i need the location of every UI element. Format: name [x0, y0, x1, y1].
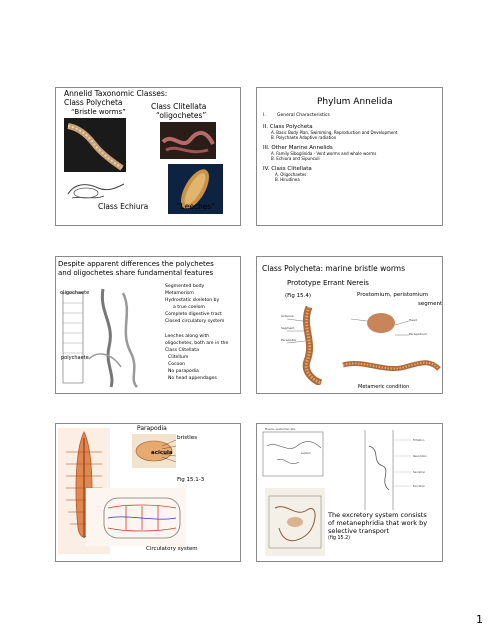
svg-text:septum: septum [301, 451, 311, 455]
echiura-drawing [64, 174, 132, 214]
outline-sub: B. Hirudinea [275, 177, 300, 182]
outline-text: Other Marine Annelids [271, 145, 333, 151]
svg-text:Antenna: Antenna [281, 314, 294, 318]
svg-text:Resorption: Resorption [413, 454, 427, 458]
circulatory-system-illustration [86, 488, 186, 546]
slide3-title-line1: Despite apparent differences the polyche… [58, 260, 214, 268]
svg-text:Segment: Segment [281, 326, 295, 330]
slide-taxonomic-classes: Annelid Taxonomic Classes: Class Polyche… [55, 87, 241, 226]
bristles-label: bristles [177, 435, 198, 441]
feature-item: Closed circulatory system [165, 319, 225, 325]
bristle-worm-photo [64, 118, 126, 172]
slide-parapodia: Parapodia bristles acicula Fig 15.1-3 Ci… [55, 423, 241, 562]
leech-feature: No parapodia [168, 369, 199, 374]
slide3-title-line2: and oligochetes share fundamental featur… [58, 269, 214, 277]
page-number: 1 [476, 613, 483, 626]
clitellata-common-label: “oligochetes” [156, 111, 207, 120]
feature-item: a true coelom [173, 305, 205, 311]
outline-numeral: IV. [263, 166, 270, 172]
leeches-label: “Leeches” [177, 202, 216, 211]
outline-numeral: I. [263, 113, 266, 118]
slide4-title: Class Polycheta: marine bristle worms [262, 264, 405, 273]
svg-text:Filtration: Filtration [413, 438, 425, 442]
outline-item-1: I. General Characteristics [263, 113, 441, 118]
echiura-label: Class Echiura [98, 202, 149, 211]
oligochete-photo [160, 122, 216, 159]
svg-text:Parapodium: Parapodium [409, 332, 427, 336]
nephridium-3d-illustration [265, 488, 325, 556]
metanephridia-section-illustration: Muscle, epidermal cells septum [259, 426, 329, 482]
outline-numeral: III. [263, 145, 270, 151]
feature-item: Metamerism [165, 291, 194, 297]
leech-feature: Cocoon [168, 362, 186, 367]
svg-text:Parapodia: Parapodia [281, 338, 296, 342]
leeches-note: Leeches along with oligochetes, both are… [165, 333, 228, 382]
outline-sub: A. Family Siboglinida - Vent worms and w… [271, 151, 377, 156]
slide-class-polycheta: Class Polycheta: marine bristle worms Pr… [256, 256, 443, 394]
excretory-text: The excretory system consists [328, 511, 427, 519]
oligochaete-label: oligochaete [60, 290, 90, 296]
leeches-text: oligochetes, both are in the [165, 341, 229, 346]
slide2-title: Phylum Annelida [317, 97, 393, 107]
acicula-label: acicula [151, 450, 173, 456]
worm-illustrations [59, 283, 159, 391]
polychaete-label: polychaete [61, 355, 89, 361]
prostomium-label: Prostomium, peristomium [357, 292, 429, 298]
polychaeta-label: Class Polycheta [64, 98, 123, 107]
outline-text: Class Clitellata [271, 166, 312, 172]
feature-item: Hydrostatic skeleton by [165, 298, 220, 304]
segment-label: segment [418, 301, 443, 307]
leech-photo [168, 164, 223, 214]
slide-phylum-annelida: Phylum Annelida I. General Characteristi… [256, 87, 443, 226]
metameric-label: Metameric condition [358, 384, 410, 390]
parapodia-label: Parapodia [137, 425, 167, 432]
slide1-title: Annelid Taxonomic Classes: [64, 89, 168, 98]
outline-sub: B. Polychaete Adaptive radiation [271, 135, 337, 140]
leeches-text: Class Clitellata [165, 348, 199, 353]
svg-text:Excretion: Excretion [413, 484, 425, 488]
excretory-text: selective transport [328, 527, 390, 535]
parapodium-illustration [132, 434, 176, 468]
svg-text:Secretion: Secretion [413, 470, 426, 474]
feature-item: Segmented body [165, 284, 205, 289]
slide-excretory-system: Muscle, epidermal cells septum Filtration… [256, 423, 443, 562]
clitellata-label: Class Clitellata [151, 102, 207, 111]
slide4-subtitle: Prototype Errant Nereis [287, 279, 369, 287]
leech-feature: No head appendages [168, 376, 217, 381]
leech-feature: Clitellum [168, 355, 189, 360]
excretory-text: of metanephridia that work by [328, 519, 428, 527]
leeches-text: Leeches along with [165, 334, 210, 339]
excretory-description: The excretory system consists of metanep… [328, 511, 427, 543]
svg-text:Muscle, epidermal cells: Muscle, epidermal cells [265, 427, 296, 431]
outline-numeral: II. [263, 124, 268, 130]
outline-text: Class Polycheta [269, 124, 313, 130]
outline-item-4: IV. Class Clitellata A. Oligochaetes B. … [263, 166, 441, 182]
outline-sub: A. Oligochaetes [275, 172, 307, 177]
outline-sub: B. Echiura and Sipunculi [271, 156, 320, 161]
slide6-fig: (fig 15.2) [328, 536, 351, 541]
slide4-fig: (Fig 15.4) [285, 293, 312, 299]
feature-list: Segmented body Metamerism Hydrostatic sk… [165, 283, 224, 326]
outline-text: General Characteristics [277, 113, 330, 118]
outline-item-3: III. Other Marine Annelids A. Family Sib… [263, 145, 441, 161]
polychaeta-common-label: “Bristle worms” [71, 108, 126, 116]
slide5-fig: Fig 15.1-3 [177, 477, 205, 483]
outline-item-2: II. Class Polycheta A. Basic Body Plan, … [263, 124, 441, 140]
slide-shared-features: Despite apparent differences the polyche… [55, 256, 241, 394]
svg-text:Head: Head [409, 318, 417, 322]
circulatory-label: Circulatory system [146, 546, 198, 552]
outline-list: I. General Characteristics II. Class Pol… [263, 113, 441, 182]
outline-sub: A. Basic Body Plan, Swimming, Reproducti… [271, 130, 398, 135]
feature-item: Complete digestive tract [165, 312, 222, 318]
